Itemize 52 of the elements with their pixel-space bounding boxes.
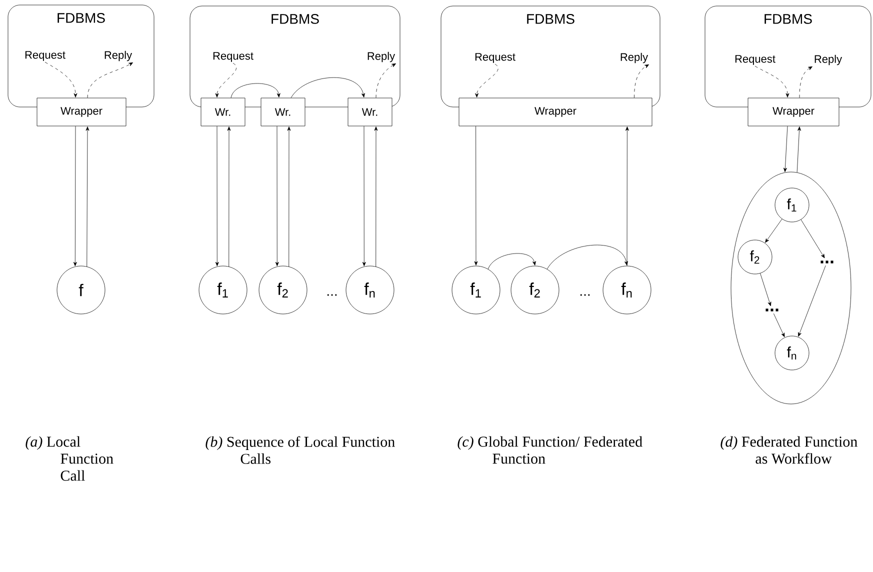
caption: (d) Federated Function as Workflow — [720, 436, 858, 464]
arrow — [215, 126, 219, 266]
dashed-arrow — [87, 62, 133, 98]
wrapper-box: Wrapper — [36, 98, 126, 126]
dashed-arrow — [215, 62, 236, 98]
dashed-arrow — [799, 66, 812, 98]
text-label: Reply — [620, 52, 648, 64]
arrow — [362, 126, 366, 266]
dashed-arrow — [754, 66, 790, 98]
arrow — [488, 253, 536, 270]
arrow — [765, 218, 782, 243]
wrapper-box: Wr. — [200, 98, 246, 126]
ellipsis: ... — [327, 294, 337, 296]
arrow — [760, 273, 772, 306]
dashed-arrow — [634, 64, 649, 98]
wrapper-box: Wrapper — [748, 98, 840, 126]
wrapper-box: Wr. — [260, 98, 306, 126]
arrow — [287, 126, 291, 267]
arrow — [227, 126, 231, 267]
arrow — [796, 126, 801, 173]
arrow — [474, 126, 478, 266]
arrow — [86, 126, 90, 267]
caption: (c) Global Function/ Federated Function — [458, 436, 642, 464]
ellipsis-text: ... — [766, 308, 778, 312]
text-label: Reply — [368, 52, 396, 62]
ellipsis-text: ... — [820, 260, 834, 264]
caption: (a) Local Function Call — [26, 436, 114, 481]
arrow — [800, 219, 825, 258]
dashed-arrow — [44, 62, 78, 98]
arrow — [773, 313, 785, 338]
arrow — [73, 126, 77, 266]
text-label: Request — [213, 52, 254, 62]
arrow — [230, 83, 280, 98]
arrow — [290, 77, 365, 98]
text-label: Request — [735, 55, 776, 65]
arrow — [625, 126, 629, 266]
ellipsis: ... — [580, 294, 590, 296]
dashed-arrow — [376, 63, 396, 98]
arrow — [798, 265, 826, 337]
text-label: Reply — [104, 50, 132, 62]
wrapper-box: Wrapper — [458, 98, 652, 126]
dashed-arrow — [475, 64, 498, 98]
text-label: Reply — [814, 54, 842, 66]
text-label: Request — [25, 51, 66, 61]
arrow — [783, 126, 788, 172]
arrow — [374, 126, 378, 267]
text-label: Request — [475, 53, 516, 63]
arrow — [546, 244, 628, 270]
arrow — [275, 126, 279, 266]
wrapper-box: Wr. — [348, 98, 392, 126]
workflow-ellipse — [730, 172, 852, 404]
caption: (b) Sequence of Local Function Calls — [206, 436, 395, 464]
